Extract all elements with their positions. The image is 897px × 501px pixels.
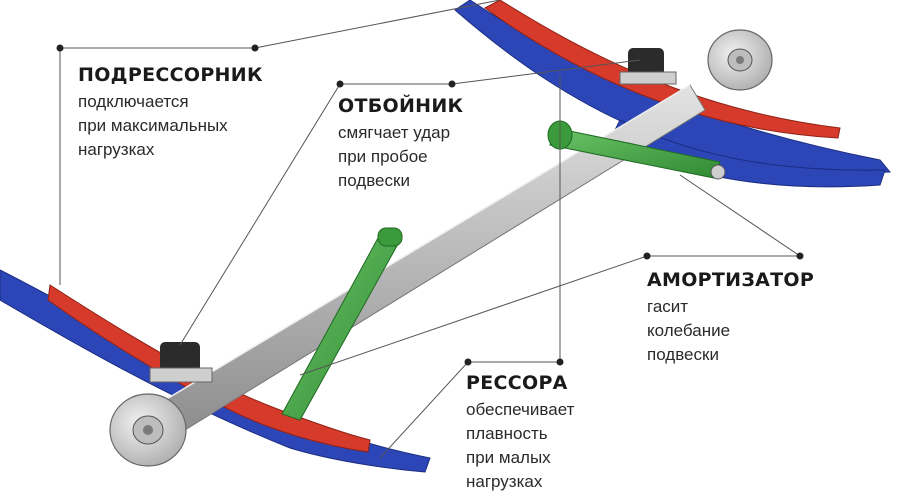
label-podressornik-line-2: при максимальных: [78, 116, 228, 135]
leader-podressornik-diag: [254, 0, 501, 49]
label-otboynik: ОТБОЙНИК смягчает удар при пробое подвес…: [338, 93, 463, 193]
label-ressora-line-4: нагрузках: [466, 472, 543, 491]
label-ressora-line-3: при малых: [466, 448, 551, 467]
leader-amortizator: [647, 174, 802, 257]
label-amortizator: АМОРТИЗАТОР гасит колебание подвески: [647, 267, 814, 367]
label-ressora-line-1: обеспечивает: [466, 400, 575, 419]
label-otboynik-line-1: смягчает удар: [338, 123, 451, 142]
label-podressornik-line-3: нагрузках: [78, 140, 155, 159]
label-ressora-line-2: плавность: [466, 424, 548, 443]
leader-amortizator-diag: [299, 255, 648, 376]
bump-stop-far: [619, 48, 677, 85]
label-amortizator-title: АМОРТИЗАТОР: [647, 269, 815, 291]
label-podressornik-line-1: подключается: [78, 92, 189, 111]
label-otboynik-line-2: при пробое: [338, 147, 428, 166]
wheel-hub-far: [707, 29, 773, 91]
bump-stop-near: [149, 342, 213, 383]
leader-dots: [56, 44, 804, 366]
label-podressornik: ПОДРЕССОРНИК подключается при максимальн…: [78, 62, 263, 162]
shock-absorber-near: [281, 227, 403, 421]
label-otboynik-line-3: подвески: [338, 171, 410, 190]
label-podressornik-title: ПОДРЕССОРНИК: [78, 64, 263, 86]
label-amortizator-line-3: подвески: [647, 345, 719, 364]
label-amortizator-line-2: колебание: [647, 321, 731, 340]
label-amortizator-line-1: гасит: [647, 297, 689, 316]
leaf-spring-far-red: [484, 0, 841, 139]
label-ressora-title: РЕССОРА: [466, 372, 568, 394]
label-ressora: РЕССОРА обеспечивает плавность при малых…: [466, 370, 574, 494]
label-otboynik-title: ОТБОЙНИК: [338, 95, 464, 117]
leader-otboynik-diag: [451, 59, 641, 85]
wheel-hub-near: [109, 393, 187, 467]
